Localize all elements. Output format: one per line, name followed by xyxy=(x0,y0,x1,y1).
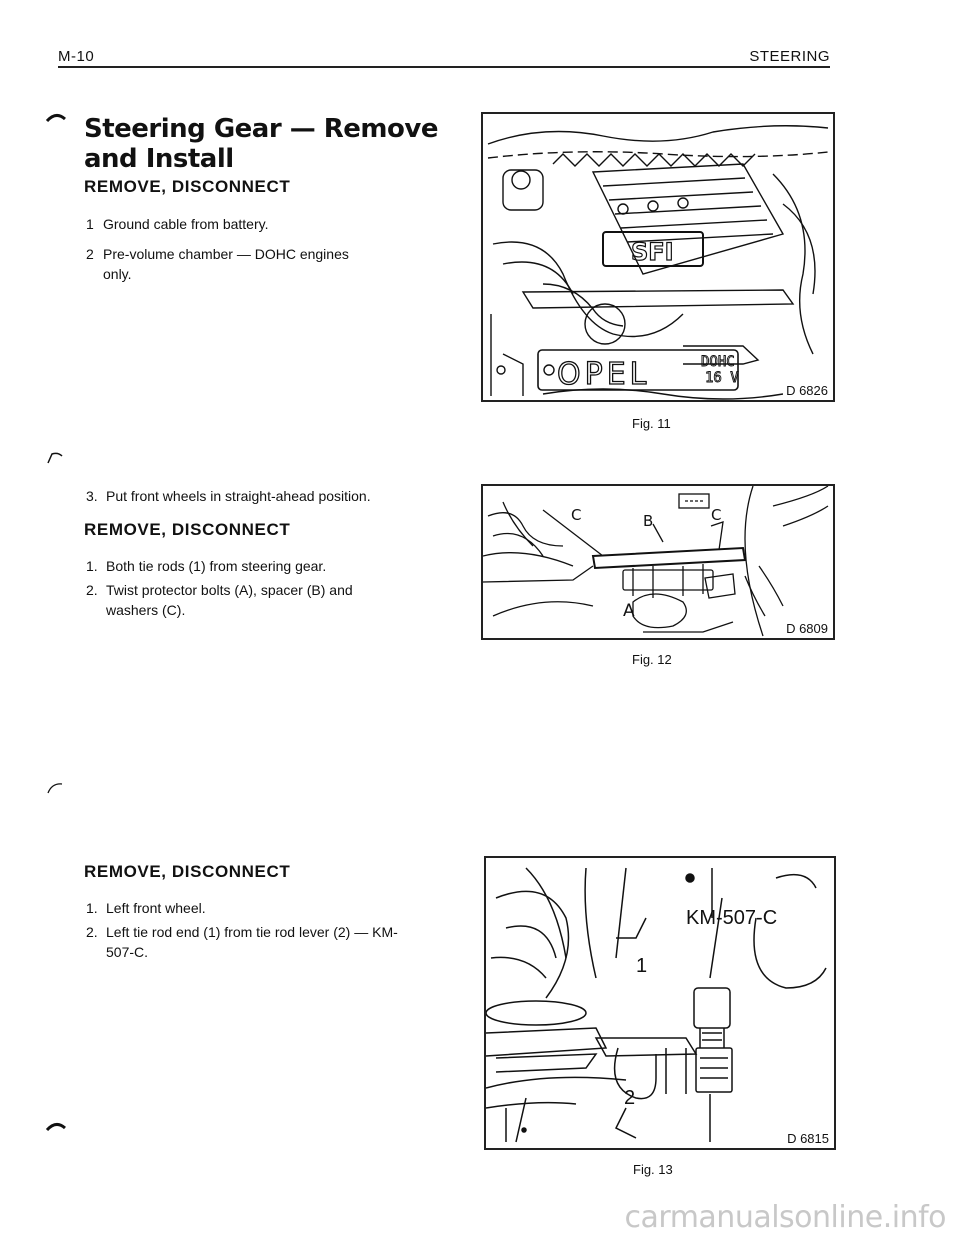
margin-mark xyxy=(46,114,66,123)
figure-ref-code: D 6826 xyxy=(783,383,831,398)
label-opel: OPEL xyxy=(557,357,650,392)
label-c: C xyxy=(571,506,581,524)
tie-rod-puller-illustration: KM-507-C 1 2 xyxy=(486,867,827,1143)
label-sfi: SFI xyxy=(631,238,674,266)
subheading: REMOVE, DISCONNECT xyxy=(84,177,291,196)
figure-ref-code: D 6815 xyxy=(784,1131,832,1146)
label-c: C xyxy=(711,506,721,524)
page-number: M-10 xyxy=(58,48,95,65)
label-dohc: DOHC xyxy=(701,354,735,370)
figure-caption: Fig. 12 xyxy=(632,652,672,667)
margin-mark xyxy=(47,452,63,464)
figure-11: SFI OPEL DOHC 16 V D 6826 xyxy=(481,112,835,402)
section-heading: Steering Gear — Remove xyxy=(84,114,438,144)
figure-caption: Fig. 13 xyxy=(633,1162,673,1177)
label-b: B xyxy=(643,512,653,530)
label-a: A xyxy=(623,601,635,621)
figure-12: C B C A D 6809 xyxy=(481,484,835,640)
margin-mark xyxy=(46,1123,66,1132)
section-title: STEERING xyxy=(749,48,830,65)
label-16v: 16 V xyxy=(705,370,739,386)
label-tool: KM-507-C xyxy=(686,907,777,929)
watermark: carmanualsonline.info xyxy=(624,1200,947,1235)
section-heading-line2: and Install xyxy=(84,144,234,174)
label-2: 2 xyxy=(624,1087,635,1109)
steering-gear-illustration: C B C A xyxy=(483,486,829,637)
margin-mark xyxy=(47,783,63,794)
figure-caption: Fig. 11 xyxy=(632,416,671,431)
figure-13: KM-507-C 1 2 D 6815 xyxy=(484,856,836,1150)
subheading: REMOVE, DISCONNECT xyxy=(84,520,291,539)
subheading: REMOVE, DISCONNECT xyxy=(84,862,291,881)
label-1: 1 xyxy=(636,955,647,977)
header-rule xyxy=(58,66,830,68)
figure-ref-code: D 6809 xyxy=(783,621,831,636)
engine-illustration: SFI OPEL DOHC 16 V xyxy=(487,125,829,400)
